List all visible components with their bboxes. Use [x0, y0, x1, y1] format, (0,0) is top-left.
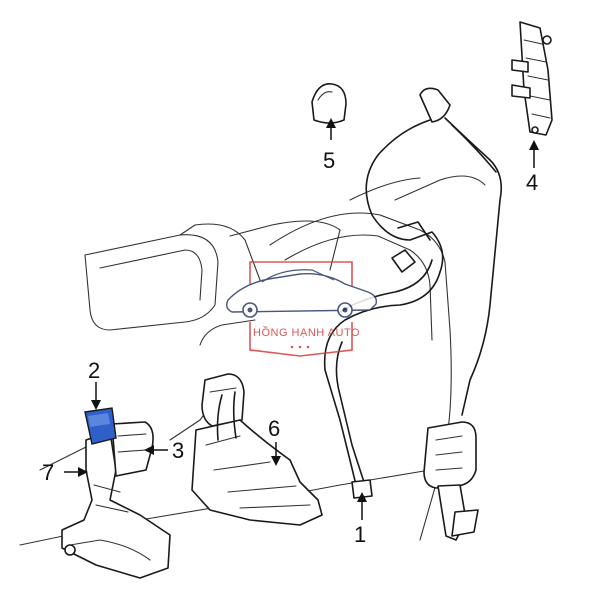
part-1-seat-belt-assembly	[323, 87, 503, 541]
callout-1: 1	[354, 522, 366, 547]
callout-5: 5	[323, 148, 335, 173]
part-5-d-ring-cover	[311, 83, 347, 124]
callout-6: 6	[268, 416, 280, 441]
part-7-buckle-stalk	[61, 431, 171, 579]
callout-labels: 1 2 3 4 5 6 7	[42, 148, 538, 547]
callout-4: 4	[526, 170, 538, 195]
callout-3: 3	[172, 438, 184, 463]
part-2-buckle-release	[84, 407, 117, 445]
part-6-buckle-anchor	[191, 373, 323, 526]
callout-arrows	[64, 118, 539, 520]
sports-car-icon	[225, 269, 378, 318]
watermark: HỒNG HẠNH AUTO	[225, 261, 378, 357]
callout-7: 7	[42, 460, 54, 485]
callout-2: 2	[88, 358, 100, 383]
part-3-buckle-housing	[111, 421, 154, 477]
part-4-height-adjuster	[511, 21, 553, 136]
watermark-text: HỒNG HẠNH AUTO	[253, 326, 360, 339]
